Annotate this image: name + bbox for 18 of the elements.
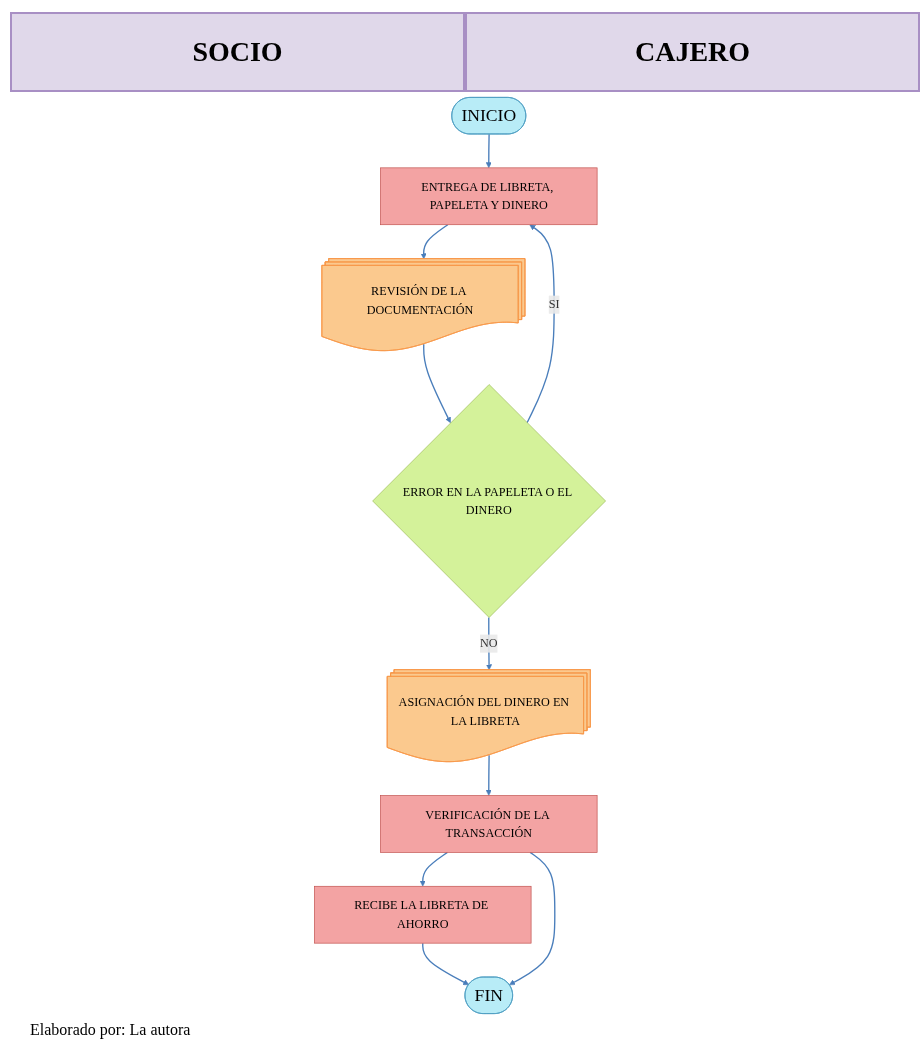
lane-header: CAJERO: [465, 12, 920, 92]
arrow: [422, 942, 470, 986]
caption: Elaborado por: La autora: [30, 1021, 191, 1038]
lane-header: SOCIO: [10, 12, 465, 92]
arrow: [486, 616, 493, 671]
edge-label: SI: [548, 297, 560, 312]
arrow: [526, 224, 555, 424]
node-box: VERIFICACIÓN DE LA TRANSACCIÓN: [380, 795, 598, 853]
node-diamond: ERROR EN LA PAPELETA O EL DINERO: [372, 384, 606, 618]
arrow: [423, 343, 451, 424]
arrow: [485, 133, 492, 169]
arrow: [485, 754, 492, 796]
edge-label: NO: [479, 636, 498, 650]
arrow: [420, 224, 449, 260]
node-box: RECIBE LA LIBRETA DE AHORRO: [314, 885, 532, 944]
arrow: [419, 851, 449, 887]
arrow: [509, 851, 556, 986]
node-box: ENTREGA DE LIBRETA, PAPELETA Y DINERO: [380, 167, 598, 226]
